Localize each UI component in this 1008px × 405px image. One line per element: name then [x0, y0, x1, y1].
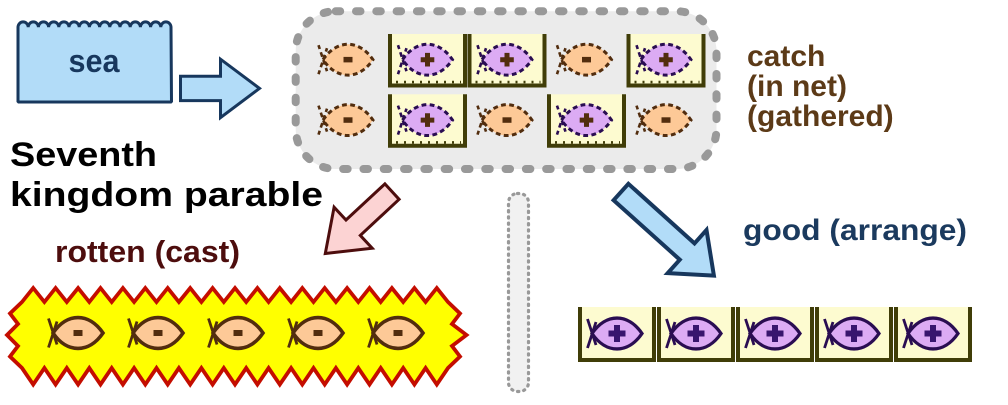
svg-text:rotten (cast): rotten (cast): [55, 234, 240, 269]
svg-text:sea: sea: [69, 43, 121, 79]
svg-text:Seventh: Seventh: [10, 136, 157, 174]
svg-text:catch: catch: [747, 40, 825, 73]
svg-text:good (arrange): good (arrange): [743, 214, 967, 247]
svg-text:(in net): (in net): [747, 70, 847, 103]
svg-text:(gathered): (gathered): [747, 100, 894, 133]
svg-text:kingdom parable: kingdom parable: [10, 176, 323, 214]
